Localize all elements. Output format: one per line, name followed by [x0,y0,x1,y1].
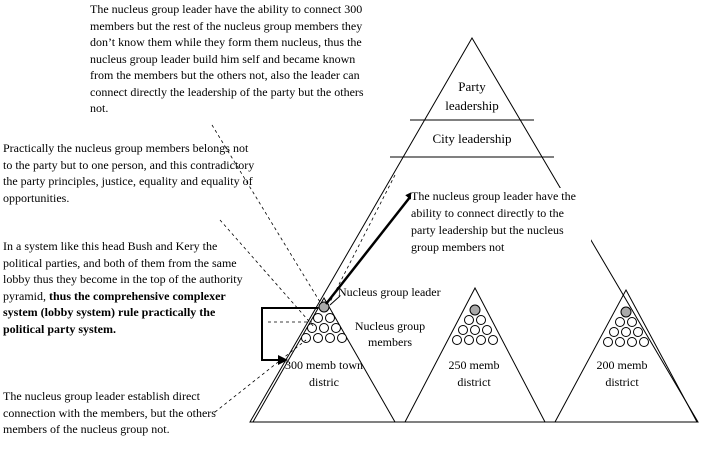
leader-ability-note: The nucleus group leader have the abilit… [90,2,364,115]
district-250-leader-circle [469,304,481,316]
leader-to-leadership-arrow [325,190,416,305]
leader-to-members-bracket-arrow [261,307,318,365]
district-triangle-200 [554,288,698,423]
district-250-members-cluster [452,315,498,345]
district-250-label: 250 memb district [448,358,500,389]
district-200-leader-circle [620,306,632,318]
bush-kery-note: In a system like this head Bush and Kery… [3,238,258,337]
district-triangle-300 [252,296,396,423]
callout-leader-lines [211,124,396,413]
district-200-members-cluster [603,317,649,347]
nucleus-leader-circle [318,301,330,313]
leader-label-pointer [329,295,341,306]
nucleus-group-leader-label: Nucleus group leader [338,285,441,299]
members-belong-note: Practically the nucleus group members be… [3,141,255,205]
direct-connection-note: The nucleus group leader establish direc… [3,389,216,436]
city-leadership-label: City leadership [432,131,512,146]
leader-connect-leadership-note: The nucleus group leader have the abilit… [411,188,591,256]
district-300-label: 300 memb town distric [285,358,363,389]
nucleus-members-cluster [301,313,347,343]
bush-kery-note-bold: thus the comprehensive complexer system … [3,288,226,336]
district-triangle-250 [404,286,546,423]
party-leadership-label: Party leadership [445,79,499,113]
district-200-label: 200 memb district [596,358,648,389]
bush-kery-note-plain: In a system like this head Bush and Kery… [3,239,243,303]
nucleus-group-members-label: Nucleus group members [354,319,426,349]
